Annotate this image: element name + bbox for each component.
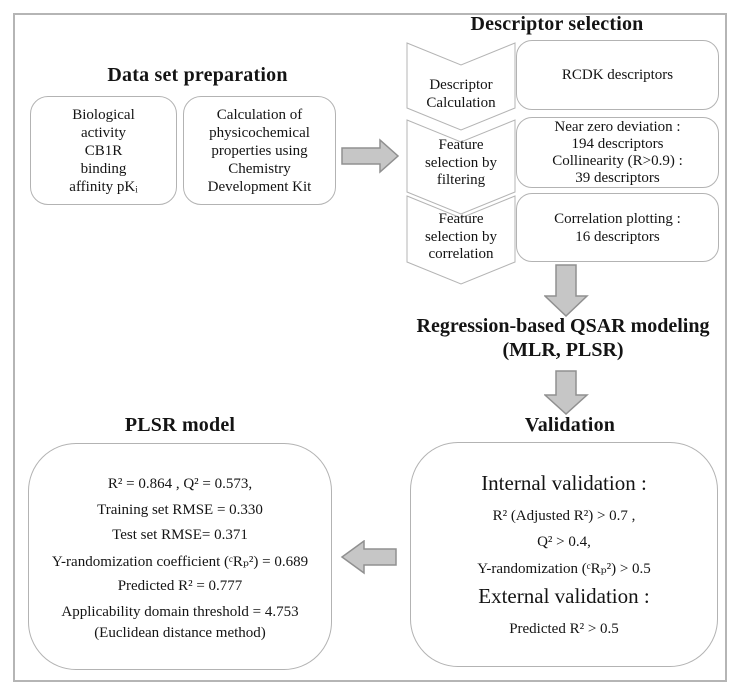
qsar-modeling-title-line1: Regression-based QSAR modeling xyxy=(416,315,710,337)
chevron-line: Descriptor xyxy=(429,77,493,93)
box-line: properties using xyxy=(211,142,308,159)
arrow-down-icon xyxy=(544,264,589,318)
chevron-label-descriptor-calculation: Descriptor Calculation xyxy=(405,76,517,112)
box-line: Chemistry xyxy=(228,160,291,177)
filtering-result-box: Near zero deviation : 194 descriptors Co… xyxy=(516,117,719,188)
box-line: Correlation plotting : xyxy=(554,210,681,227)
qsar-modeling-title-line2: (MLR, PLSR) xyxy=(502,339,624,361)
plsr-stat: Training set RMSE = 0.330 xyxy=(97,502,263,518)
box-line: activity xyxy=(81,124,126,141)
chevron-stack-icon xyxy=(406,42,516,285)
chevron-down-shape-3 xyxy=(406,195,516,285)
validation-criterion: R² (Adjusted R²) > 0.7 , xyxy=(492,508,636,524)
arrow-down-shape xyxy=(544,370,589,416)
plsr-stat: R² = 0.864 , Q² = 0.573, xyxy=(107,476,253,492)
box-line: Development Kit xyxy=(207,178,312,195)
box-line: Collinearity (R>0.9) : xyxy=(552,152,683,169)
validation-criterion: Predicted R² > 0.5 xyxy=(509,621,619,637)
chevron-label-feature-correlation: Feature selection by correlation xyxy=(405,211,517,264)
box-line: binding xyxy=(80,160,127,177)
chevron-line: Feature xyxy=(438,137,484,153)
validation-criterion: Q² > 0.4, xyxy=(537,534,591,550)
arrow-right-icon xyxy=(341,138,400,174)
plsr-stat: Y-randomization coefficient (ᶜRₚ²) = 0.6… xyxy=(51,554,309,570)
box-line: 39 descriptors xyxy=(575,169,660,186)
validation-title: Validation xyxy=(524,414,616,436)
plsr-stat: Test set RMSE= 0.371 xyxy=(112,527,248,543)
external-validation-heading: External validation : xyxy=(478,584,650,608)
descriptor-selection-title: Descriptor selection xyxy=(470,13,644,35)
arrow-right-shape xyxy=(341,138,400,174)
validation-box: Internal validation : R² (Adjusted R²) >… xyxy=(410,442,718,667)
chevron-line: filtering xyxy=(436,172,486,188)
box-line: affinity pKᵢ xyxy=(69,178,138,195)
plsr-stat: Applicability domain threshold = 4.753 xyxy=(61,604,299,620)
box-line: Calculation of xyxy=(216,106,303,123)
validation-criterion: Y-randomization (ᶜRₚ²) > 0.5 xyxy=(477,561,651,577)
plsr-stat: Predicted R² = 0.777 xyxy=(117,578,243,594)
arrow-down-icon xyxy=(544,370,589,416)
box-line: physicochemical xyxy=(209,124,310,141)
box-line: Biological xyxy=(72,106,135,123)
plsr-stat: (Euclidean distance method) xyxy=(94,625,266,641)
chevron-label-feature-filtering: Feature selection by filtering xyxy=(405,137,517,190)
chevron-line: Calculation xyxy=(426,95,496,111)
chevron-line: correlation xyxy=(428,246,494,262)
arrow-left-shape xyxy=(340,540,397,575)
internal-validation-heading: Internal validation : xyxy=(481,471,647,495)
box-line: CB1R xyxy=(84,142,123,159)
physicochemical-calculation-box: Calculation of physicochemical propertie… xyxy=(183,96,336,205)
box-line: Near zero deviation : xyxy=(554,118,681,135)
chevron-line: selection by xyxy=(424,154,498,171)
plsr-model-box: R² = 0.864 , Q² = 0.573, Training set RM… xyxy=(28,443,332,670)
arrow-left-icon xyxy=(340,540,397,575)
box-line: 16 descriptors xyxy=(575,228,660,245)
rcdk-descriptors-box: RCDK descriptors xyxy=(516,40,719,110)
chevron-down-shape-1 xyxy=(406,42,516,131)
qsar-modeling-title: Regression-based QSAR modeling (MLR, PLS… xyxy=(380,314,746,362)
correlation-result-box: Correlation plotting : 16 descriptors xyxy=(516,193,719,262)
arrow-down-shape xyxy=(544,264,589,318)
plsr-model-title: PLSR model xyxy=(124,414,236,436)
chevron-line: selection by xyxy=(424,228,498,245)
box-line: 194 descriptors xyxy=(571,135,664,152)
box-line: RCDK descriptors xyxy=(561,67,674,83)
dataset-preparation-title: Data set preparation xyxy=(107,64,288,86)
biological-activity-box: Biological activity CB1R binding affinit… xyxy=(30,96,177,205)
chevron-line: Feature xyxy=(438,211,484,227)
chevron-down-shape-2 xyxy=(406,119,516,215)
